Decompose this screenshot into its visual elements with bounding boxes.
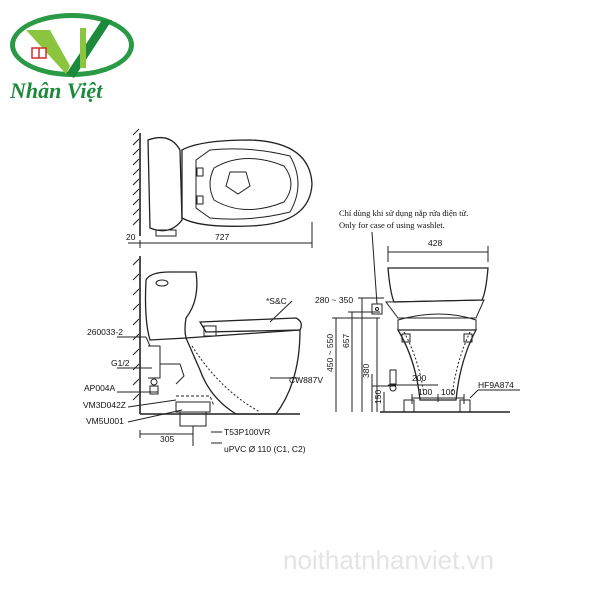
dim-450-550: 450 ~ 550 <box>325 334 335 372</box>
brand-name: Nhân Việt <box>10 78 103 103</box>
dim-wall-gap: 20 <box>126 232 136 242</box>
dim-200: 200 <box>412 373 426 383</box>
dim-total-length: 727 <box>215 232 229 242</box>
dim-380: 380 <box>361 364 371 378</box>
part-ap004a: AP004A <box>84 383 116 393</box>
label-bowl: CW887V <box>289 375 323 385</box>
label-flange: T53P100VR <box>224 427 270 437</box>
dim-outlet-range: 280 ~ 350 <box>315 295 353 305</box>
dim-100-right: 100 <box>441 387 455 397</box>
top-view <box>128 128 313 248</box>
dim-150: 150 <box>373 390 383 404</box>
watermark: noithatnhanviet.vn <box>283 545 495 575</box>
part-vm5u001: VM5U001 <box>86 416 124 426</box>
note-vietnamese: Chỉ dùng khi sử dụng nắp rửa điện tử. <box>339 208 468 218</box>
dim-width: 428 <box>428 238 442 248</box>
front-view <box>332 231 520 413</box>
note-english: Only for case of using washlet. <box>339 220 445 230</box>
part-260033-2: 260033-2 <box>87 327 123 337</box>
dim-657: 657 <box>341 334 351 348</box>
label-seat: *S&C <box>266 296 287 306</box>
label-bolts: HF9A874 <box>478 380 514 390</box>
nhan-viet-logo <box>10 13 134 78</box>
part-g1-2: G1/2 <box>111 358 130 368</box>
dim-100-left: 100 <box>418 387 432 397</box>
side-view <box>117 256 302 446</box>
label-pipe: uPVC Ø 110 (C1, C2) <box>224 444 306 454</box>
dim-rough-in: 305 <box>160 434 174 444</box>
part-vm3d042z: VM3D042Z <box>83 400 126 410</box>
